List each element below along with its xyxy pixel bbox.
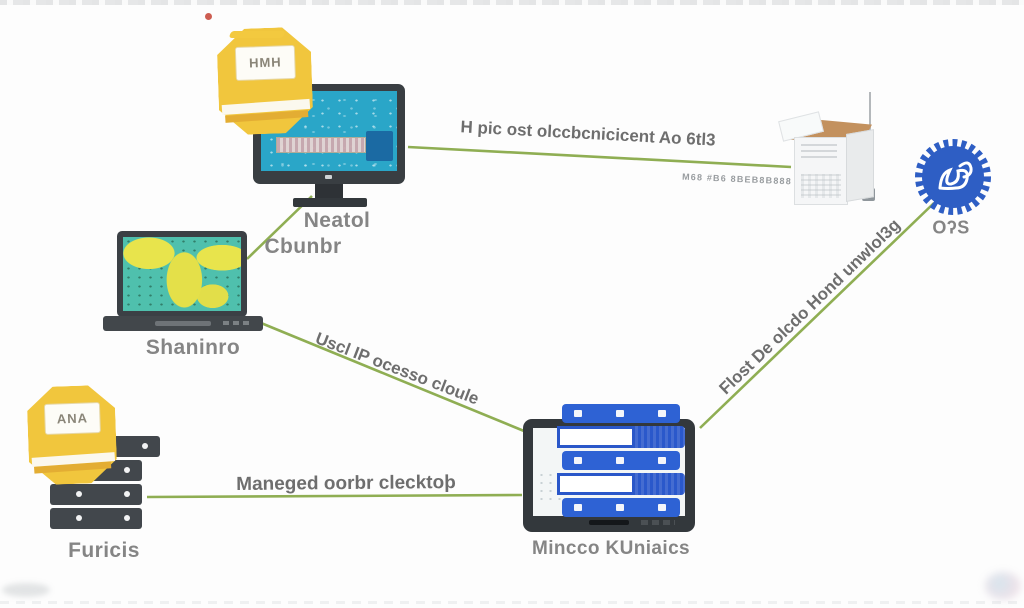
red-artifact-dot	[205, 13, 212, 20]
rack-drawer	[557, 473, 635, 495]
rack-block	[634, 426, 685, 448]
rack-block	[634, 473, 685, 495]
server-dot	[76, 515, 82, 521]
server-unit	[50, 484, 142, 505]
laptop-screen-map	[123, 237, 241, 311]
yellow-artifact-dash	[228, 31, 286, 38]
gear-svg	[915, 139, 991, 215]
rack-row	[562, 498, 680, 517]
kubernetes-label: Mincco KUniaics	[531, 538, 691, 559]
desktop-label-line1: Neatol	[303, 209, 371, 232]
rack-drawer	[557, 426, 635, 448]
monitor-stand-base	[293, 198, 367, 207]
rack-row	[557, 426, 685, 448]
yellow-file-icon: HMH	[216, 26, 314, 135]
box-label-grid	[801, 174, 841, 198]
package-box-icon	[778, 92, 892, 212]
server-dot	[76, 491, 82, 497]
laptop-ports	[223, 321, 253, 325]
rack-cell	[658, 410, 666, 417]
server-dot	[142, 443, 148, 449]
blue-server-racks	[557, 404, 685, 520]
screen-data-band	[276, 137, 366, 153]
box-front-face	[794, 137, 848, 205]
gear-label: OʔS	[932, 217, 970, 238]
line-desktop-to-box	[407, 145, 792, 169]
file-icon-tag: ANA	[43, 401, 102, 435]
server-unit	[50, 508, 142, 529]
monitor-stand-neck	[315, 184, 343, 199]
rack-cell	[616, 504, 624, 511]
rack-cell	[616, 457, 624, 464]
server-dot	[124, 491, 130, 497]
screen-blue-panel	[366, 131, 393, 161]
server-dot	[124, 467, 130, 473]
rack-cell	[616, 410, 624, 417]
desktop-label-line2: Cbunbr	[264, 235, 342, 258]
rack-cell	[574, 410, 582, 417]
tablet-speaker	[589, 520, 629, 525]
laptop-label: Shaninro	[145, 336, 241, 359]
rack-row	[562, 404, 680, 423]
servers-to-kubernetes-label: Maneged oorbr clecktoþ	[236, 472, 456, 495]
top-edge-noise	[0, 0, 1024, 5]
rack-cell	[574, 504, 582, 511]
file-icon-tag: HMH	[234, 44, 297, 81]
line-kubernetes-to-gear	[699, 202, 935, 429]
rack-cell	[658, 504, 666, 511]
rack-cell	[574, 457, 582, 464]
line-laptop-to-kubernetes	[260, 321, 525, 433]
server-dot	[124, 515, 130, 521]
tablet-keys	[641, 520, 675, 525]
yellow-file-icon: ANA	[26, 384, 117, 485]
laptop-trackpad	[155, 321, 211, 326]
bottom-left-smudge	[2, 583, 50, 597]
box-side-face	[846, 129, 874, 202]
rack-row	[557, 473, 685, 495]
bottom-right-smudge	[985, 572, 1021, 600]
monitor-led	[325, 175, 332, 179]
rack-cell	[658, 457, 666, 464]
servers-label: Furicis	[68, 539, 140, 562]
box-label-lines	[801, 144, 837, 158]
laptop	[103, 231, 263, 333]
rack-row	[562, 451, 680, 470]
line-servers-to-kubernetes	[146, 493, 523, 499]
gear-badge-icon	[912, 136, 994, 218]
bottom-edge-noise	[0, 601, 1024, 604]
